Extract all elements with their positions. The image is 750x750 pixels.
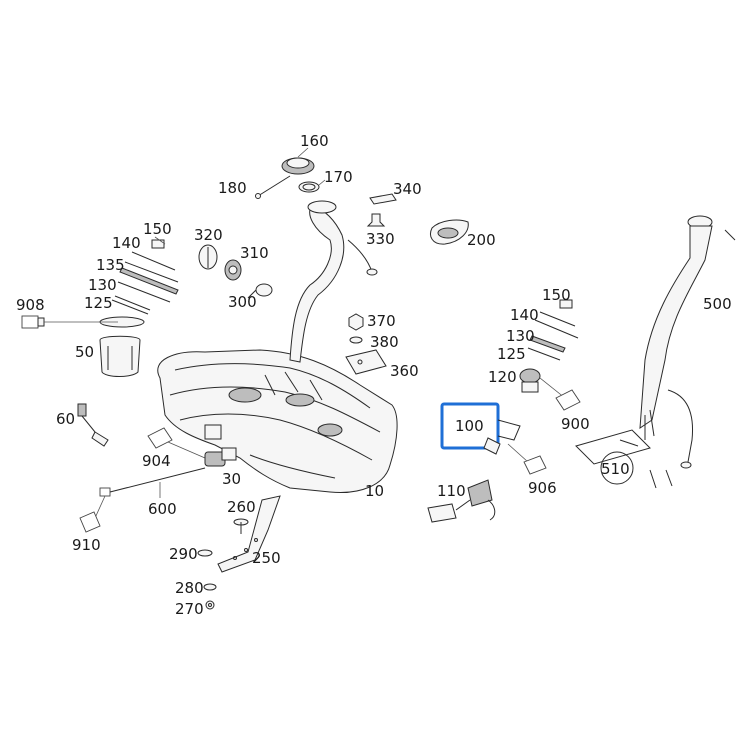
tank-strap-250-part[interactable] bbox=[217, 495, 281, 573]
callout-260[interactable]: 260 bbox=[227, 498, 256, 516]
callout-110[interactable]: 110 bbox=[437, 482, 466, 500]
callout-labels: 160 170 180 340 330 200 320 310 300 370 … bbox=[16, 132, 732, 618]
callout-10[interactable]: 10 bbox=[365, 482, 384, 500]
callout-600[interactable]: 600 bbox=[148, 500, 177, 518]
suction-jet-110-part[interactable] bbox=[427, 479, 496, 523]
clip-part[interactable] bbox=[366, 213, 386, 227]
callout-906[interactable]: 906 bbox=[528, 479, 557, 497]
callout-125-left[interactable]: 125 bbox=[84, 294, 113, 312]
wire-harness-600-part[interactable] bbox=[94, 467, 206, 519]
callout-120[interactable]: 120 bbox=[488, 368, 517, 386]
callout-30[interactable]: 30 bbox=[222, 470, 241, 488]
cover-disc-part[interactable] bbox=[198, 244, 218, 270]
callout-310[interactable]: 310 bbox=[240, 244, 269, 262]
callout-200[interactable]: 200 bbox=[467, 231, 496, 249]
callout-900[interactable]: 900 bbox=[561, 415, 590, 433]
washer-290-part[interactable] bbox=[197, 549, 213, 557]
callout-330[interactable]: 330 bbox=[366, 230, 395, 248]
callout-510[interactable]: 510 bbox=[601, 460, 630, 478]
callout-170[interactable]: 170 bbox=[324, 168, 353, 186]
nut-270-part[interactable] bbox=[205, 600, 215, 610]
callout-135[interactable]: 135 bbox=[96, 256, 125, 274]
callout-60[interactable]: 60 bbox=[56, 410, 75, 428]
pressure-sender-30-part[interactable] bbox=[204, 447, 237, 467]
callout-280[interactable]: 280 bbox=[175, 579, 204, 597]
right-pump-stack[interactable] bbox=[519, 299, 579, 393]
callout-130-left[interactable]: 130 bbox=[88, 276, 117, 294]
fuel-tank-part[interactable] bbox=[157, 349, 398, 494]
callout-50[interactable]: 50 bbox=[75, 343, 94, 361]
callout-290[interactable]: 290 bbox=[169, 545, 198, 563]
fuel-cap-part[interactable] bbox=[281, 147, 315, 175]
bracket-904-part[interactable] bbox=[147, 427, 206, 459]
callout-140-right[interactable]: 140 bbox=[510, 306, 539, 324]
callout-160[interactable]: 160 bbox=[300, 132, 329, 150]
tether-part[interactable] bbox=[255, 175, 291, 199]
callout-130-right[interactable]: 130 bbox=[506, 327, 535, 345]
bracket-plate-part[interactable] bbox=[345, 349, 387, 375]
callout-320[interactable]: 320 bbox=[194, 226, 223, 244]
callout-150-left[interactable]: 150 bbox=[143, 220, 172, 238]
callout-370[interactable]: 370 bbox=[367, 312, 396, 330]
callout-908[interactable]: 908 bbox=[16, 296, 45, 314]
detail-510-part[interactable] bbox=[575, 429, 673, 489]
washer-part[interactable] bbox=[349, 336, 363, 344]
callout-340[interactable]: 340 bbox=[393, 180, 422, 198]
filler-flap-part[interactable] bbox=[430, 219, 469, 245]
bolt-260-part[interactable] bbox=[233, 518, 249, 534]
callout-140-left[interactable]: 140 bbox=[112, 234, 141, 252]
filler-neck-part[interactable] bbox=[289, 200, 378, 363]
callout-270[interactable]: 270 bbox=[175, 600, 204, 618]
connector-906-part[interactable] bbox=[507, 443, 547, 475]
callout-250[interactable]: 250 bbox=[252, 549, 281, 567]
callout-100-highlighted[interactable]: 100 bbox=[455, 417, 484, 435]
flange-part[interactable] bbox=[224, 259, 242, 281]
seal-ring-part[interactable] bbox=[298, 179, 326, 193]
connector-910-part[interactable] bbox=[79, 511, 101, 533]
nut-part[interactable] bbox=[348, 313, 364, 331]
callout-180[interactable]: 180 bbox=[218, 179, 247, 197]
callout-125-right[interactable]: 125 bbox=[497, 345, 526, 363]
label-plate-part[interactable] bbox=[369, 193, 397, 205]
filler-pipe-500-part[interactable] bbox=[639, 215, 736, 469]
callout-910[interactable]: 910 bbox=[72, 536, 101, 554]
sender-bolt-part[interactable] bbox=[247, 283, 273, 299]
callout-300[interactable]: 300 bbox=[228, 293, 257, 311]
left-pump-stack[interactable] bbox=[99, 236, 179, 377]
sensor-60-part[interactable] bbox=[77, 403, 109, 447]
fuel-level-sensor-100-part[interactable] bbox=[440, 402, 521, 455]
connector-908-part[interactable] bbox=[21, 315, 118, 329]
callout-150-right[interactable]: 150 bbox=[542, 286, 571, 304]
washer-280-part[interactable] bbox=[203, 583, 217, 591]
callout-380[interactable]: 380 bbox=[370, 333, 399, 351]
connector-900-part[interactable] bbox=[539, 377, 581, 411]
callout-904[interactable]: 904 bbox=[142, 452, 171, 470]
callout-500[interactable]: 500 bbox=[703, 295, 732, 313]
callout-360[interactable]: 360 bbox=[390, 362, 419, 380]
